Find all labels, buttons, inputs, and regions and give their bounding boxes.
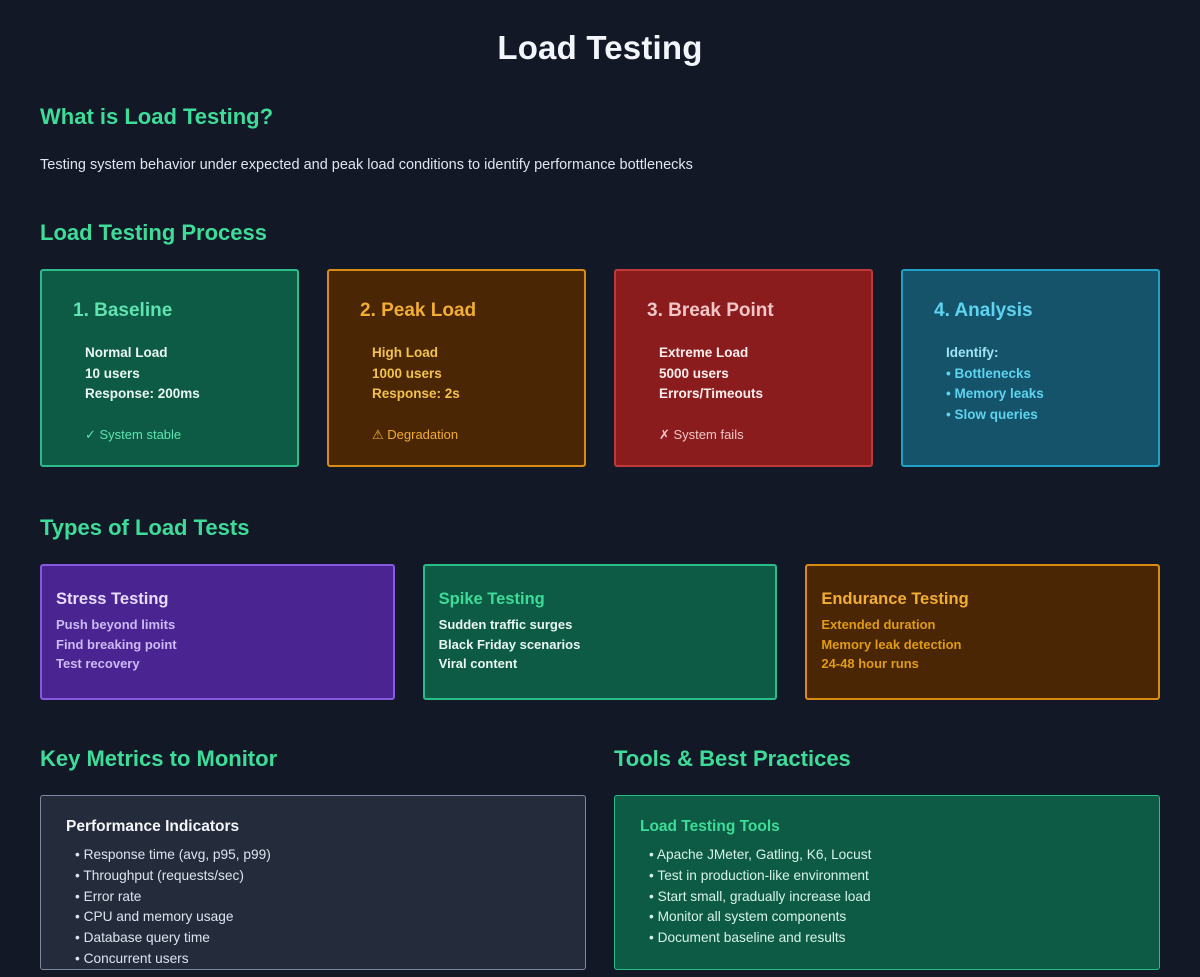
process-card-status: ⚠ Degradation [372,426,459,442]
type-cards-row: Stress Testing Push beyond limits Find b… [40,564,1161,700]
tool-item: • Test in production-like environment [649,867,869,883]
metric-item: • Response time (avg, p95, p99) [75,847,271,862]
type-card-stress-testing[interactable]: Stress Testing Push beyond limits Find b… [40,564,395,700]
section-heading-load-testing-process: Load Testing Process [40,220,267,245]
tool-item: • Document baseline and results [649,930,846,946]
what-is-load-testing-description: Testing system behavior under expected a… [40,157,693,173]
process-cards-row: 1. Baseline Normal Load 10 users Respons… [40,269,1160,467]
type-card-line: Memory leak detection [821,636,962,652]
process-card-peak-load[interactable]: 2. Peak Load High Load 1000 users Respon… [327,269,586,467]
process-card-title: 3. Break Point [647,300,774,321]
process-card-line: Identify: [946,345,999,360]
process-card-line: 10 users [85,365,140,381]
process-card-line: Errors/Timeouts [659,386,764,402]
process-card-line: Normal Load [85,345,168,360]
process-card-line: 1000 users [372,365,442,381]
load-testing-tools-panel: Load Testing Tools • Apache JMeter, Gatl… [614,795,1160,970]
type-card-spike-testing[interactable]: Spike Testing Sudden traffic surges Blac… [422,564,778,700]
process-card-status: ✗ System fails [659,426,744,442]
type-card-line: Extended duration [821,617,936,632]
metric-item: • Concurrent users [75,950,189,966]
metric-item: • Database query time [75,930,210,946]
type-card-line: Sudden traffic surges [438,617,573,632]
process-card-break-point[interactable]: 3. Break Point Extreme Load 5000 users E… [614,269,873,467]
type-card-line: 24-48 hour runs [821,656,919,671]
type-card-endurance-testing[interactable]: Endurance Testing Extended duration Memo… [805,564,1161,700]
panel-title: Performance Indicators [66,818,240,835]
section-heading-tools-and-best-practices: Tools & Best Practices [614,746,851,771]
panel-title: Load Testing Tools [640,818,780,835]
type-card-title: Spike Testing [438,590,545,608]
process-card-line: High Load [372,345,438,360]
metric-item: • Error rate [75,888,142,904]
key-metrics-column: Key Metrics to Monitor Performance Indic… [40,745,586,970]
process-card-line: Response: 200ms [85,386,200,402]
page-title: Load Testing [497,29,703,66]
metric-item: • CPU and memory usage [75,909,234,925]
tool-item: • Start small, gradually increase load [649,888,871,904]
process-card-bullet: • Bottlenecks [946,365,1032,381]
bottom-panels-row: Key Metrics to Monitor Performance Indic… [40,745,1160,970]
type-card-line: Push beyond limits [56,617,176,632]
process-card-title: 1. Baseline [73,300,173,321]
process-card-bullet: • Memory leaks [946,386,1044,402]
type-card-title: Stress Testing [56,590,169,608]
process-card-baseline[interactable]: 1. Baseline Normal Load 10 users Respons… [40,269,299,467]
section-heading-key-metrics-to-monitor: Key Metrics to Monitor [40,746,278,771]
process-card-bullet: • Slow queries [946,406,1038,422]
process-card-status: ✓ System stable [85,426,182,442]
tools-column: Tools & Best Practices Load Testing Tool… [614,745,1160,970]
process-card-line: 5000 users [659,365,729,381]
performance-indicators-panel: Performance Indicators • Response time (… [40,795,586,970]
tool-item: • Apache JMeter, Gatling, K6, Locust [649,847,872,862]
tool-item: • Monitor all system components [649,909,847,925]
type-card-line: Viral content [438,656,518,671]
process-card-analysis[interactable]: 4. Analysis Identify: • Bottlenecks • Me… [901,269,1160,467]
section-heading-what-is-load-testing: What is Load Testing? [40,104,274,129]
process-card-line: Extreme Load [659,345,749,360]
process-card-line: Response: 2s [372,386,460,402]
type-card-title: Endurance Testing [821,590,969,608]
type-card-line: Find breaking point [56,636,177,652]
process-card-title: 2. Peak Load [360,300,477,321]
type-card-line: Test recovery [56,656,140,671]
type-card-line: Black Friday scenarios [438,636,581,652]
section-heading-types-of-load-tests: Types of Load Tests [40,515,250,540]
process-card-title: 4. Analysis [934,300,1033,321]
metric-item: • Throughput (requests/sec) [75,867,244,883]
